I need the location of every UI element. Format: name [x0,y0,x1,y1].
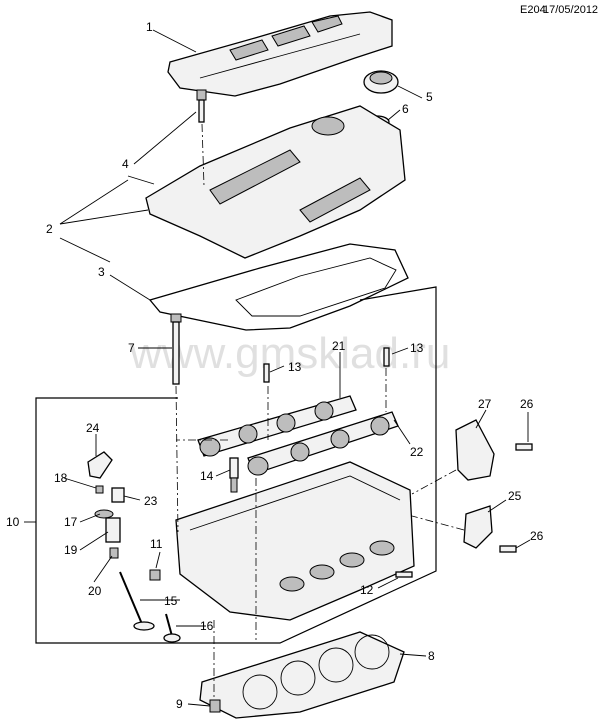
diagram-date: 17/05/2012 [543,4,599,16]
hydraulic-lifter [111,487,125,503]
callout-17: 17 [64,515,78,529]
callout-2: 2 [46,222,53,236]
callout-19: 19 [64,543,78,557]
callout-24: 24 [86,421,100,435]
bracket-lower [463,505,493,549]
exhaust-valve [119,571,155,631]
callout-15: 15 [164,594,178,608]
callout-labels: 1 2 3 4 5 6 7 8 9 10 11 12 13 13 14 15 1… [6,20,544,711]
dowel-sleeve [209,699,221,713]
cylinder-head-gasket [199,631,405,719]
callout-22: 22 [410,445,424,459]
callout-13-right: 13 [410,341,424,355]
camshaft-cover [145,105,406,259]
callout-leaders [24,29,531,707]
callout-25: 25 [508,489,522,503]
callout-23: 23 [144,494,158,508]
callout-11: 11 [150,537,163,551]
callout-18: 18 [54,471,68,485]
callout-27: 27 [478,397,492,411]
callout-12: 12 [360,583,374,597]
intake-valve [163,613,181,643]
watermark: www.gmsklad.ru [129,329,450,378]
callout-20: 20 [88,584,102,598]
callout-26-upper: 26 [520,397,534,411]
callout-21: 21 [332,339,346,353]
callout-4: 4 [122,157,129,171]
rocker-arm [87,451,113,479]
bracket-bolt-upper [515,443,533,451]
callout-14: 14 [200,469,214,483]
callout-9: 9 [176,697,183,711]
spark-plug [229,457,239,493]
callout-7: 7 [128,341,135,355]
callout-3: 3 [98,265,105,279]
cylinder-head [175,461,415,621]
camshaft-cap-bolt-right [383,347,390,367]
head-plug [149,569,161,581]
bracket-bolt-lower [499,545,517,553]
camshaft-cap-bolt-left [263,363,270,383]
callout-10: 10 [6,515,20,529]
valve-stem-seal [109,547,119,559]
camshaft-cover-gasket [148,243,409,331]
camshaft-intake [197,395,357,457]
callout-6: 6 [402,102,409,116]
bracket-upper [455,419,495,481]
valve-spring-retainer [94,509,114,519]
cover-bolt [196,89,207,123]
callout-26-lower: 26 [530,529,544,543]
head-stud [395,571,413,578]
valve-clearance-shim [95,485,104,494]
cylinder-head-assembly-frame [35,286,437,644]
callout-16: 16 [200,619,214,633]
callout-1: 1 [146,20,153,34]
assembly-alignment-lines [175,123,465,700]
valve-spring [105,517,121,543]
oil-filler-cap [363,70,399,94]
callout-8: 8 [428,649,435,663]
callout-5: 5 [426,90,433,104]
cylinder-head-bolt [170,313,182,385]
engine-cover [167,11,393,97]
diagram-code: E204 [520,4,546,16]
callout-13-left: 13 [288,360,302,374]
